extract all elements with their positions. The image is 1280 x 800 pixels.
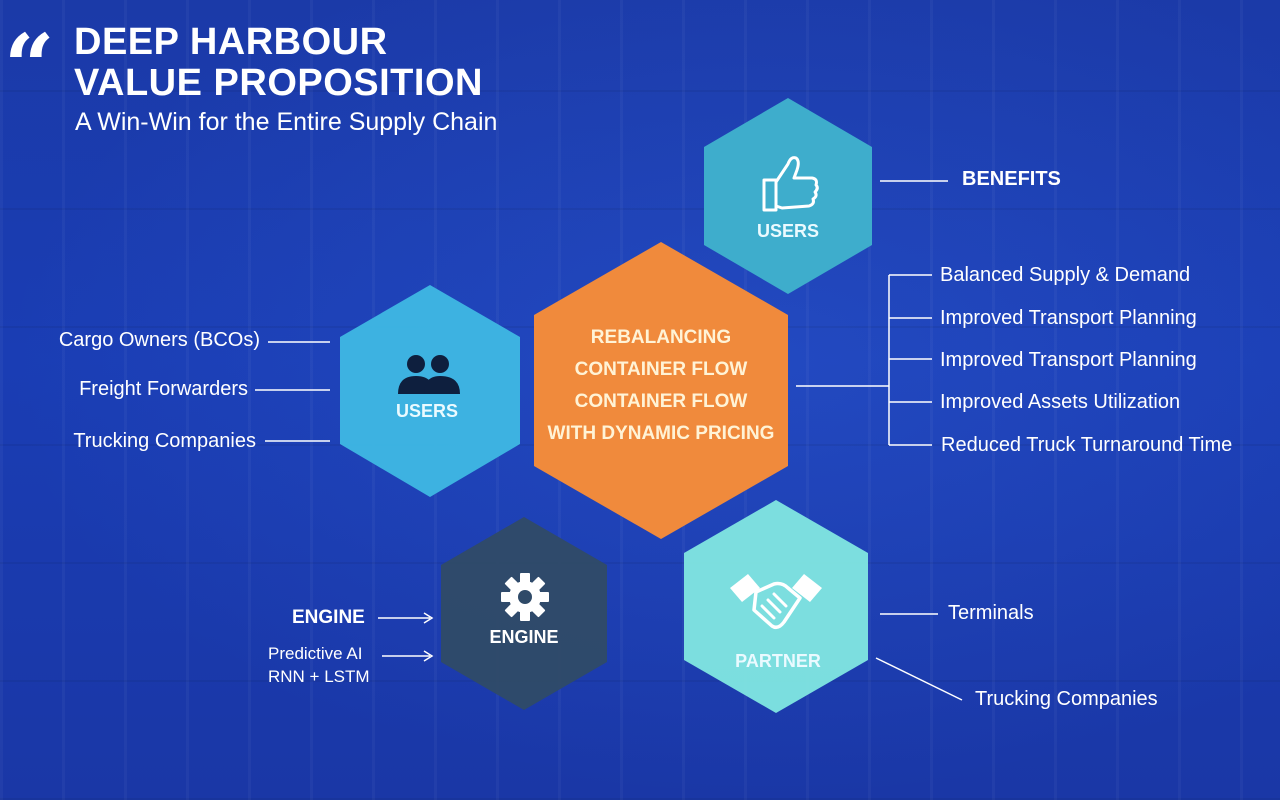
benefits-heading: BENEFITS (962, 168, 1061, 190)
center-line-3: CONTAINER FLOW (574, 391, 748, 412)
benefit-item: Improved Transport Planning (940, 349, 1197, 371)
handshake-icon (730, 574, 822, 630)
engine-arrow-2-head (423, 650, 434, 662)
users-icon (398, 355, 460, 394)
hex-users-top (704, 98, 872, 294)
users-list-item: Cargo Owners (BCOs) (58, 329, 260, 351)
center-line-4: WITH DYNAMIC PRICING (547, 423, 775, 444)
partner-list-item: Terminals (948, 602, 1034, 624)
benefit-item: Improved Transport Planning (940, 307, 1197, 329)
page-subtitle: A Win-Win for the Entire Supply Chain (75, 108, 498, 136)
partner-list-item: Trucking Companies (975, 688, 1158, 710)
connector-partner-2 (875, 657, 963, 701)
engine-model-line: RNN + LSTM (268, 667, 370, 686)
quote-mark-icon: “ (4, 14, 55, 118)
hex-users-top-label: USERS (756, 221, 819, 241)
users-list-item: Trucking Companies (73, 430, 256, 452)
engine-model-line: Predictive AI (268, 644, 363, 663)
thumbs-up-icon (762, 156, 819, 212)
engine-arrow-1-head (423, 612, 434, 624)
center-line-1: REBALANCING (590, 327, 732, 348)
benefit-item: Balanced Supply & Demand (940, 264, 1191, 286)
benefit-item: Improved Assets Utilization (940, 391, 1181, 413)
hex-engine-label: ENGINE (489, 627, 559, 647)
hex-users-left-label: USERS (395, 401, 458, 421)
benefit-item: Reduced Truck Turnaround Time (941, 434, 1233, 456)
hex-partner-label: PARTNER (735, 651, 821, 671)
users-list-item: Freight Forwarders (79, 378, 248, 400)
gear-icon (501, 573, 549, 621)
center-line-2: CONTAINER FLOW (574, 359, 748, 380)
page-title: DEEP HARBOUR VALUE PROPOSITION (74, 21, 483, 104)
hex-center (534, 242, 788, 539)
center-hex-text: REBALANCING CONTAINER FLOW CONTAINER FLO… (535, 322, 787, 450)
engine-heading: ENGINE (292, 607, 365, 628)
